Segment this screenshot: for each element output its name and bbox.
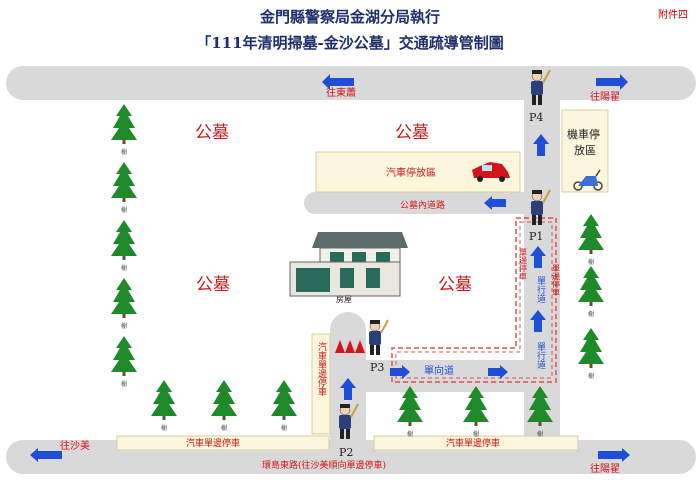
tree-icon-3 xyxy=(111,220,137,260)
arrow-left-inner xyxy=(484,196,506,210)
cemetery-label-2: 公墓 xyxy=(395,123,429,143)
one-way-label-mid: 單向道 xyxy=(424,364,454,377)
tree-icon-14 xyxy=(578,328,604,368)
cone-3 xyxy=(355,340,365,353)
arrow-left-bottom xyxy=(30,448,62,462)
title-line-2: 「111年清明掃墓-金沙公墓」交通疏導管制圖 xyxy=(196,34,504,52)
tree-icon-8 xyxy=(271,380,297,420)
cemetery-label-1: 公墓 xyxy=(195,123,229,143)
post-p4: P4 xyxy=(529,111,543,124)
motorcycle-icon xyxy=(573,169,603,191)
tree-icon-4 xyxy=(111,278,137,318)
bottom-parking-left xyxy=(116,435,330,451)
tree-caption-14: 樹 xyxy=(588,372,594,380)
officer-icon-p3 xyxy=(368,319,389,356)
to-yangzhai-top-label: 往陽翟 xyxy=(590,90,620,103)
tree-caption-8: 樹 xyxy=(281,424,287,432)
dashed-zone-vertical-right: 單邊停車 xyxy=(552,264,561,297)
to-yangzhai-bottom-label: 往陽翟 xyxy=(590,462,620,475)
tree-caption-9: 樹 xyxy=(407,430,413,438)
one-way-dashed-zone xyxy=(391,217,557,383)
parking-right-label: 汽車單邊停車 xyxy=(446,437,500,449)
attachment-label: 附件四 xyxy=(658,10,688,21)
cemetery-label-3: 公墓 xyxy=(196,275,230,295)
tree-caption-5: 樹 xyxy=(121,380,127,388)
tree-caption-2: 樹 xyxy=(121,206,127,214)
tree-caption-12: 樹 xyxy=(588,258,594,266)
post-p3: P3 xyxy=(370,361,384,374)
tree-caption-1: 樹 xyxy=(121,148,127,156)
parking-left-label: 汽車單邊停車 xyxy=(186,437,240,449)
tree-icon-13 xyxy=(578,266,604,306)
one-way-vertical-1: 單行道 xyxy=(535,276,546,304)
arrow-up-p2 xyxy=(340,378,356,400)
cone-2 xyxy=(345,340,355,353)
tree-icon-2 xyxy=(111,162,137,202)
inner-road-label: 公墓內道路 xyxy=(400,199,445,211)
moto-parking-line2: 放區 xyxy=(574,143,596,157)
tree-icon-12 xyxy=(578,214,604,254)
title-line-1: 金門縣警察局金湖分局執行 xyxy=(259,8,440,26)
building-label: 房屋 xyxy=(336,294,352,304)
arrow-left-top xyxy=(322,74,354,90)
bottom-parking-right xyxy=(373,435,579,451)
post-p2: P2 xyxy=(339,446,353,459)
arrow-up-2 xyxy=(530,310,546,332)
arrow-up-1 xyxy=(530,246,546,268)
tree-caption-13: 樹 xyxy=(588,310,594,318)
tree-caption-11: 樹 xyxy=(537,430,543,438)
tree-caption-6: 樹 xyxy=(161,424,167,432)
tree-icon-5 xyxy=(111,336,137,376)
tree-caption-4: 樹 xyxy=(121,322,127,330)
to-dongxiao-label: 往東蕭 xyxy=(326,86,356,99)
ring-road-label: 環島東路(往沙美順向單邊停車) xyxy=(262,459,386,471)
arrow-right-mid xyxy=(488,365,508,379)
car-parking-label: 汽車停放區 xyxy=(386,166,436,179)
arrow-right-top xyxy=(596,74,628,90)
tree-caption-10: 樹 xyxy=(473,430,479,438)
post-p1: P1 xyxy=(529,230,543,243)
car-icon xyxy=(472,162,510,182)
house-icon xyxy=(289,232,408,297)
vertical-parking-strip xyxy=(311,333,331,435)
cone-1 xyxy=(335,340,345,353)
tree-caption-7: 樹 xyxy=(221,424,227,432)
to-shamei-label: 往沙美 xyxy=(60,439,90,452)
tree-icon-7 xyxy=(211,380,237,420)
tree-icon-1 xyxy=(111,104,137,144)
arrow-right-bottom xyxy=(598,448,630,462)
arrow-up-p4 xyxy=(533,134,549,156)
tree-icon-6 xyxy=(151,380,177,420)
vertical-parking-label: 汽車單邊停車 xyxy=(316,341,327,397)
dashed-zone-vertical-left: 單邊停車 xyxy=(519,248,528,281)
tree-caption-3: 樹 xyxy=(121,264,127,272)
arrow-right-p3 xyxy=(390,365,410,379)
moto-parking-line1: 機車停 xyxy=(567,127,600,141)
cemetery-label-4: 公墓 xyxy=(438,275,472,295)
one-way-vertical-2: 單行道 xyxy=(535,342,546,370)
middle-road xyxy=(330,312,550,474)
